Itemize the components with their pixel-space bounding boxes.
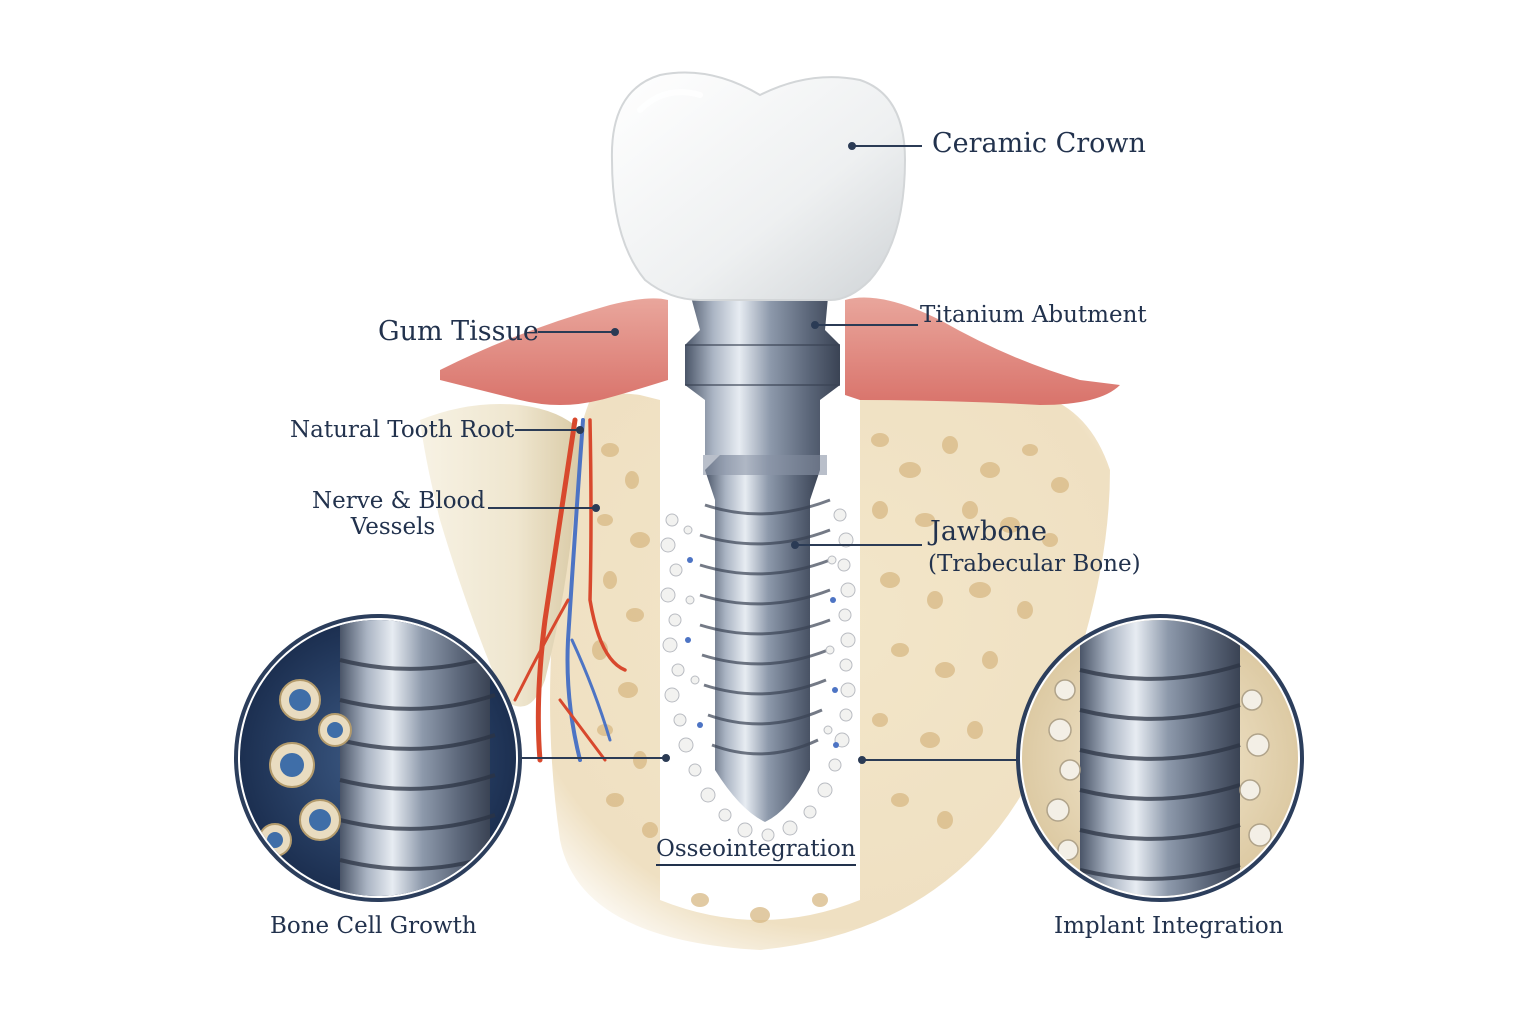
nerve-blood-vessels-line1: Nerve & Blood: [312, 488, 486, 514]
leader-lines: [488, 142, 1018, 764]
nerve-blood-vessels-line2: Vessels: [350, 514, 436, 541]
titanium-abutment: [685, 275, 840, 455]
jawbone-label: Jawbone: [930, 516, 1047, 547]
jawbone-mass: [550, 393, 1110, 950]
natural-tooth-root: [420, 404, 580, 707]
nerve-and-blood-vessels: [513, 417, 627, 763]
osseointegration-label: Osseointegration: [656, 836, 856, 867]
implant-integration-magnifier: [1016, 614, 1304, 902]
bone-cell-growth-magnifier: [234, 614, 522, 902]
gum-tissue-label: Gum Tissue: [378, 316, 539, 347]
natural-tooth-root-label: Natural Tooth Root: [290, 417, 515, 443]
titanium-abutment-label: Titanium Abutment: [920, 302, 1147, 328]
trabecular-bone-label: (Trabecular Bone): [928, 551, 1141, 577]
bone-granules: [660, 508, 856, 842]
ceramic-crown-label: Ceramic Crown: [932, 128, 1146, 159]
bone-cell-growth-label: Bone Cell Growth: [270, 913, 477, 939]
ceramic-crown: [610, 71, 907, 301]
bone-cell-dots: [685, 557, 839, 748]
implant-integration-label: Implant Integration: [1054, 913, 1284, 939]
trabecular-pores: [592, 433, 1069, 923]
implant-screw: [699, 455, 831, 822]
nerve-blood-vessels-label: Nerve & Blood Vessels: [312, 488, 486, 541]
